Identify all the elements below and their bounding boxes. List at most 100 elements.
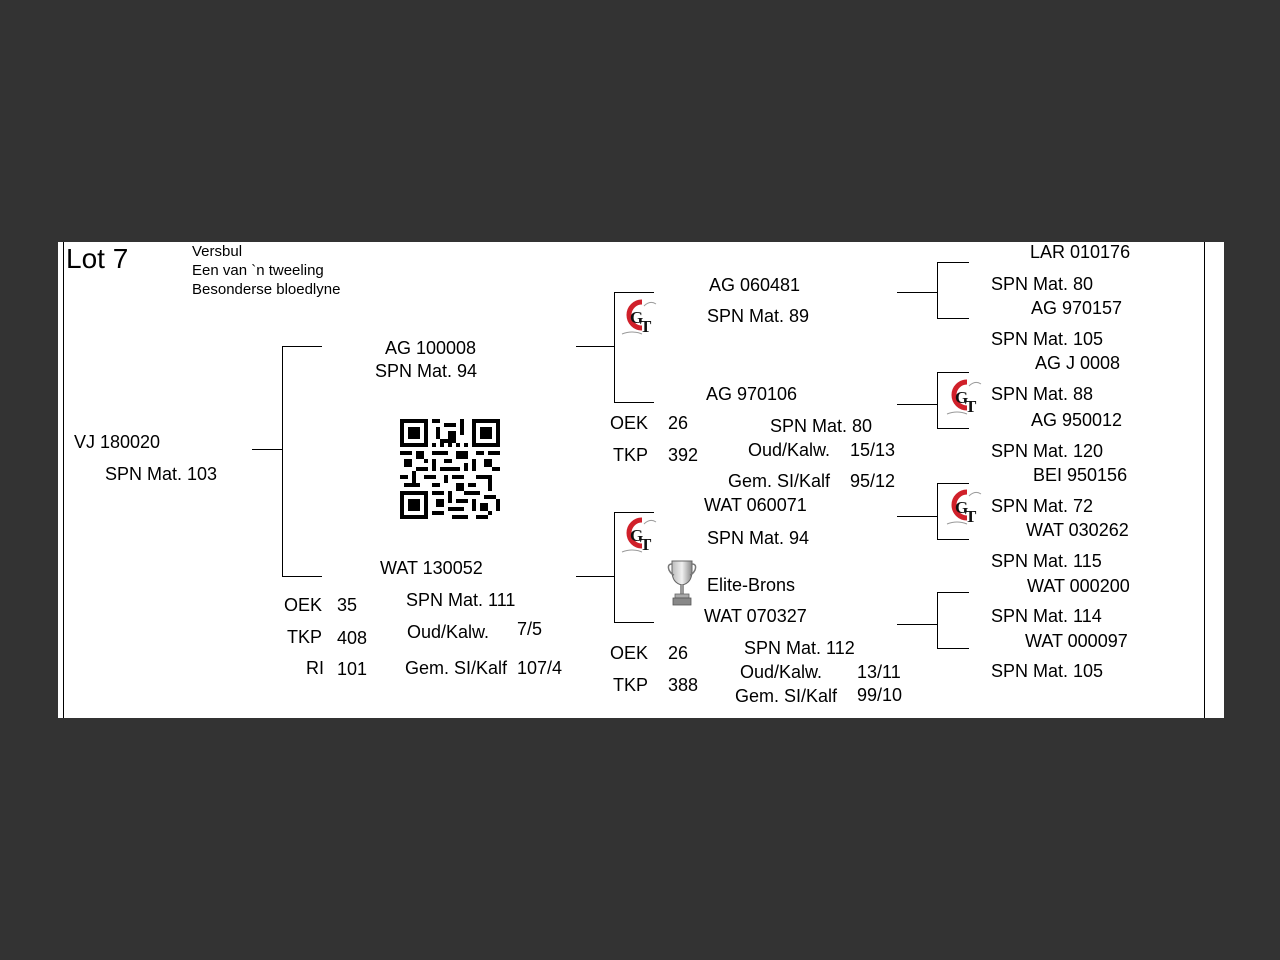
right-border [1204, 242, 1205, 718]
qr-code [400, 419, 500, 519]
connector [937, 372, 938, 428]
sire-dam-spn: SPN Mat. 80 [770, 416, 873, 436]
connector [937, 592, 938, 648]
connector [937, 428, 969, 429]
left-border [63, 242, 64, 718]
dam-ri-value: 101 [337, 659, 368, 679]
connector [614, 622, 654, 623]
svg-text:G: G [955, 388, 968, 407]
sire-dam-gem-value: 95/12 [850, 471, 896, 491]
connector [937, 483, 969, 484]
ggp-3-id: AG J 0008 [1035, 353, 1121, 373]
connector [937, 318, 969, 319]
ggp-2-spn: SPN Mat. 105 [991, 329, 1104, 349]
connector [937, 372, 969, 373]
svg-text:T: T [640, 317, 652, 336]
gt-logo-icon: G T [946, 489, 982, 526]
svg-text:T: T [640, 535, 652, 554]
svg-text:G: G [630, 308, 643, 327]
dam-dam-gem-value: 99/10 [857, 685, 903, 705]
connector [252, 449, 283, 450]
sire-dam-oek-value: 26 [668, 413, 689, 433]
connector [614, 512, 615, 622]
dam-dam-oek-label: OEK [610, 643, 649, 663]
lot-title: Lot 7 [66, 243, 129, 274]
pedigree-sheet: Lot 7 Versbul Een van `n tweeling Besond… [58, 242, 1224, 718]
connector [897, 516, 937, 517]
ggp-5-spn: SPN Mat. 72 [991, 496, 1094, 516]
connector [282, 346, 283, 576]
connector [282, 346, 322, 347]
dam-sire-id: WAT 060071 [704, 495, 807, 515]
dam-gem-label: Gem. SI/Kalf [405, 658, 508, 678]
connector [937, 262, 938, 318]
ggp-8-id: WAT 000097 [1025, 631, 1128, 651]
dam-dam-oek-value: 26 [668, 643, 689, 663]
connector [614, 402, 654, 403]
sire-dam-id: AG 970106 [706, 384, 798, 404]
sire-sire-spn: SPN Mat. 89 [707, 306, 810, 326]
ggp-1-spn: SPN Mat. 80 [991, 274, 1094, 294]
sire-spn: SPN Mat. 94 [375, 361, 478, 381]
sire-sire-id: AG 060481 [709, 275, 801, 295]
dam-sire-award: Elite-Brons [707, 575, 796, 595]
dam-dam-oud-value: 13/11 [857, 662, 901, 682]
connector [937, 539, 969, 540]
dam-id: WAT 130052 [380, 558, 483, 578]
ggp-6-id: WAT 030262 [1026, 520, 1129, 540]
connector [897, 624, 937, 625]
note-1: Versbul [192, 243, 243, 260]
gt-logo-icon: G T [621, 517, 657, 554]
ggp-1-id: LAR 010176 [1030, 242, 1131, 262]
dam-dam-id: WAT 070327 [704, 606, 807, 626]
dam-dam-tkp-value: 388 [668, 675, 699, 695]
note-3: Besonderse bloedlyne [192, 281, 341, 298]
note-2: Een van `n tweeling [192, 262, 324, 279]
animal-id: VJ 180020 [74, 432, 161, 452]
ggp-5-id: BEI 950156 [1033, 465, 1128, 485]
ggp-4-id: AG 950012 [1031, 410, 1123, 430]
dam-dam-oud-label: Oud/Kalw. [740, 662, 823, 682]
dam-oud-label: Oud/Kalw. [407, 622, 490, 642]
dam-tkp-label: TKP [287, 627, 323, 647]
dam-tkp-value: 408 [337, 628, 368, 648]
ggp-6-spn: SPN Mat. 115 [991, 551, 1102, 571]
svg-text:T: T [965, 397, 977, 416]
connector [897, 292, 937, 293]
animal-spn: SPN Mat. 103 [105, 464, 218, 484]
connector [614, 512, 654, 513]
gt-logo-icon: G T [946, 379, 982, 416]
dam-spn: SPN Mat. 111 [406, 590, 516, 610]
connector [937, 592, 969, 593]
ggp-4-spn: SPN Mat. 120 [991, 441, 1104, 461]
ggp-8-spn: SPN Mat. 105 [991, 661, 1104, 681]
connector [614, 292, 615, 402]
dam-oek-value: 35 [337, 595, 358, 615]
trophy-icon [667, 560, 697, 606]
sire-dam-tkp-label: TKP [613, 445, 649, 465]
dam-dam-tkp-label: TKP [613, 675, 649, 695]
dam-dam-gem-label: Gem. SI/Kalf [735, 686, 838, 706]
connector [937, 262, 969, 263]
connector [937, 648, 969, 649]
svg-text:T: T [965, 507, 977, 526]
connector [897, 404, 937, 405]
connector [576, 576, 614, 577]
sire-id: AG 100008 [385, 338, 477, 358]
dam-oek-label: OEK [284, 595, 323, 615]
connector [576, 346, 614, 347]
dam-ri-label: RI [306, 658, 324, 678]
gt-logo-icon: G T [621, 299, 657, 336]
ggp-7-spn: SPN Mat. 114 [991, 606, 1102, 626]
ggp-2-id: AG 970157 [1031, 298, 1123, 318]
ggp-3-spn: SPN Mat. 88 [991, 384, 1094, 404]
dam-dam-spn: SPN Mat. 112 [744, 638, 855, 658]
dam-oud-value: 7/5 [517, 619, 543, 639]
sire-dam-oud-value: 15/13 [850, 440, 896, 460]
dam-gem-value: 107/4 [517, 658, 563, 678]
dam-sire-spn: SPN Mat. 94 [707, 528, 810, 548]
connector [282, 576, 322, 577]
sire-dam-tkp-value: 392 [668, 445, 699, 465]
sire-dam-oek-label: OEK [610, 413, 649, 433]
sire-dam-oud-label: Oud/Kalw. [748, 440, 831, 460]
